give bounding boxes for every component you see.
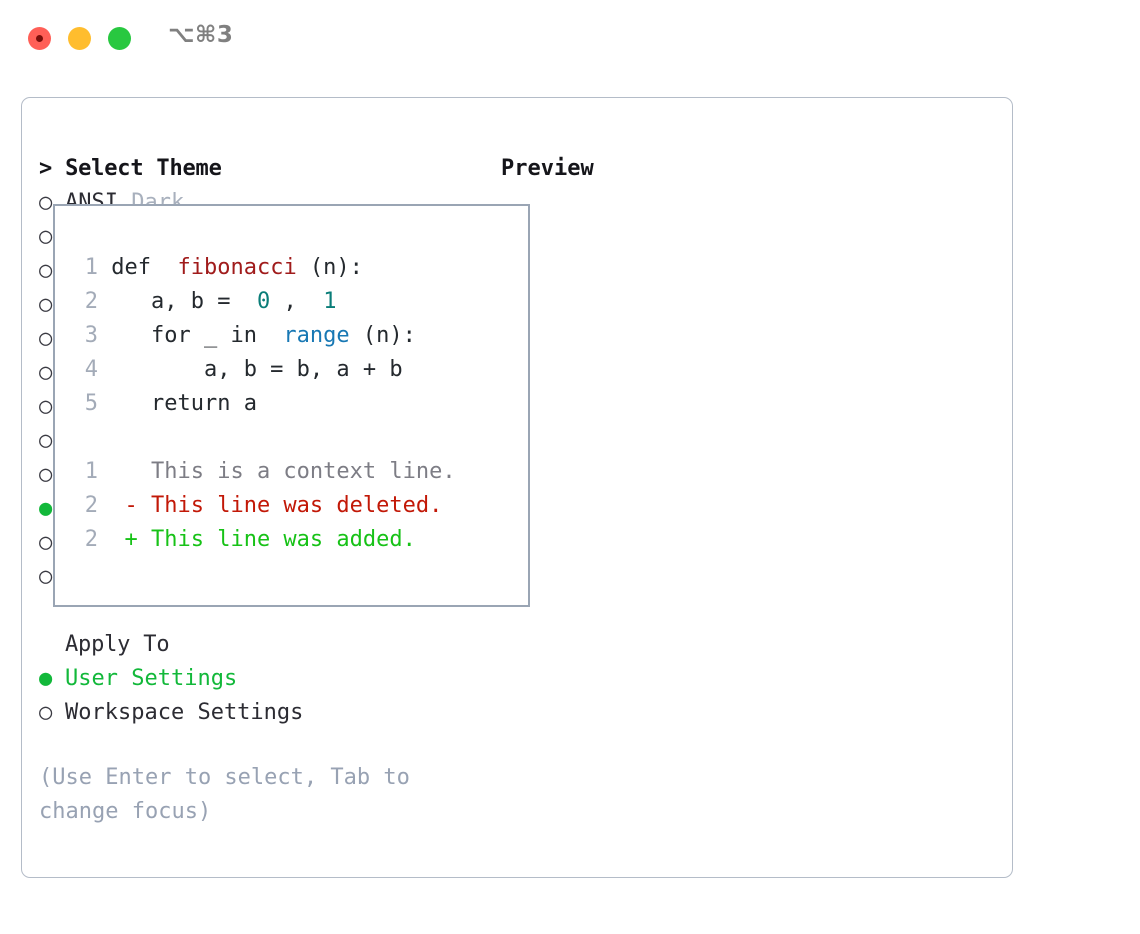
code-diff-separator: [74, 421, 456, 455]
radio-unselected-icon[interactable]: ○: [39, 190, 53, 215]
radio-selected-icon[interactable]: ●: [39, 666, 53, 691]
radio-unselected-icon[interactable]: ○: [39, 462, 53, 487]
main-panel: > Select Theme ○ANSI Dark○Atom One Dark○…: [21, 97, 1013, 878]
diff-line: 2 + This line was added.: [74, 523, 456, 557]
line-number: 1: [84, 459, 98, 484]
apply-to-list: ● User Settings ○ Workspace Settings: [39, 662, 479, 730]
code-token: for _ in: [98, 323, 271, 348]
radio-unselected-icon[interactable]: ○: [39, 326, 53, 351]
apply-to-label: Workspace Settings: [65, 700, 304, 725]
diff-text: - This line was deleted.: [98, 493, 443, 518]
code-line: 1 def fibonacci (n):: [74, 251, 456, 285]
code-token: a, b = b, a + b: [98, 357, 403, 382]
radio-unselected-icon[interactable]: ○: [39, 292, 53, 317]
diff-text: + This line was added.: [98, 527, 416, 552]
line-number: 2: [84, 289, 98, 314]
radio-unselected-icon[interactable]: ○: [39, 428, 53, 453]
code-token: range: [270, 323, 350, 348]
line-number: 3: [84, 323, 98, 348]
apply-to-header: Apply To: [65, 632, 170, 657]
code-line: 5 return a: [74, 387, 456, 421]
line-number: 2: [84, 493, 98, 518]
apply-to-option[interactable]: ● User Settings: [39, 662, 479, 696]
title-bar: ⌥⌘3: [0, 0, 1140, 78]
code-token: (n):: [349, 323, 416, 348]
diff-line: 2 - This line was deleted.: [74, 489, 456, 523]
line-number: 2: [84, 527, 98, 552]
help-hint: (Use Enter to select, Tab to change focu…: [39, 765, 410, 824]
radio-unselected-icon[interactable]: ○: [39, 258, 53, 283]
radio-unselected-icon[interactable]: ○: [39, 564, 53, 589]
line-number: 1: [84, 255, 98, 280]
diff-text: This is a context line.: [98, 459, 456, 484]
diff-line: 1 This is a context line.: [74, 455, 456, 489]
code-line: 4 a, b = b, a + b: [74, 353, 456, 387]
window-title: ⌥⌘3: [168, 22, 234, 48]
close-window-button[interactable]: [28, 27, 51, 50]
code-token: 1: [309, 289, 337, 314]
code-token: def: [98, 255, 165, 280]
code-token: (n):: [296, 255, 363, 280]
maximize-window-button[interactable]: [108, 27, 131, 50]
radio-unselected-icon[interactable]: ○: [39, 224, 53, 249]
radio-selected-icon[interactable]: ●: [39, 496, 53, 521]
code-line: 3 for _ in range (n):: [74, 319, 456, 353]
line-number: 5: [84, 391, 98, 416]
radio-unselected-icon[interactable]: ○: [39, 530, 53, 555]
code-token: a, b =: [98, 289, 244, 314]
line-number: 4: [84, 357, 98, 382]
minimize-window-button[interactable]: [68, 27, 91, 50]
code-line: 2 a, b = 0 , 1: [74, 285, 456, 319]
radio-unselected-icon[interactable]: ○: [39, 360, 53, 385]
apply-to-label: User Settings: [65, 666, 238, 691]
code-token: fibonacci: [164, 255, 297, 280]
code-token: return a: [98, 391, 257, 416]
code-token: ,: [270, 289, 310, 314]
radio-unselected-icon[interactable]: ○: [39, 700, 53, 725]
radio-unselected-icon[interactable]: ○: [39, 394, 53, 419]
apply-to-option[interactable]: ○ Workspace Settings: [39, 696, 479, 730]
preview-column: Preview: [501, 152, 991, 186]
code-token: 0: [243, 289, 271, 314]
select-theme-header: > Select Theme: [39, 156, 222, 181]
preview-title: Preview: [501, 156, 594, 181]
